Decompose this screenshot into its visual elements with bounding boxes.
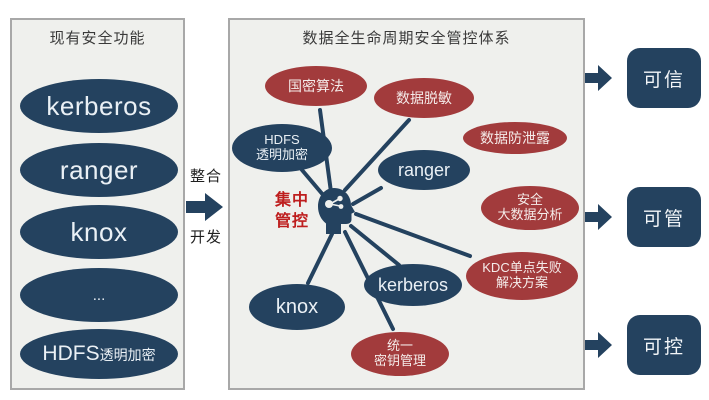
left-ellipse-ranger: ranger xyxy=(20,143,178,197)
connector-top-label: 整合 xyxy=(189,168,222,185)
node-kdc-line1: KDC单点失败 xyxy=(482,260,562,276)
node-security-bigdata-analysis: 安全 大数据分析 xyxy=(481,186,579,230)
output-box-controllable-label: 可控 xyxy=(642,336,685,358)
node-security-bigdata-line2: 大数据分析 xyxy=(497,207,563,222)
node-ranger-label: ranger xyxy=(397,159,451,180)
lifecycle-security-panel: 数据全生命周期安全管控体系 xyxy=(228,18,585,390)
node-key-mgmt-line1: 统一 xyxy=(386,338,413,354)
hub-label-line2: 管控 xyxy=(274,212,309,230)
output-box-manageable-label: 可管 xyxy=(642,208,685,230)
node-kdc-line2: 解决方案 xyxy=(495,275,548,290)
output-arrow-controllable-icon xyxy=(585,332,612,358)
left-ellipse-kerberos-label: kerberos xyxy=(46,90,152,121)
block-arrow-right-icon xyxy=(186,193,223,221)
hdfs-cn-text: 透明加密 xyxy=(99,347,156,363)
output-box-controllable: 可控 xyxy=(627,315,701,375)
existing-security-panel: 现有安全功能 kerberos ranger knox ... HDFS透明加密 xyxy=(10,18,185,390)
output-arrow-manageable-icon xyxy=(585,204,612,230)
left-ellipse-more-label: ... xyxy=(92,286,106,304)
left-ellipse-more: ... xyxy=(20,268,178,322)
node-guomi-suanfa: 国密算法 xyxy=(265,66,367,106)
existing-security-panel-title: 现有安全功能 xyxy=(49,30,146,47)
node-kerberos: kerberos xyxy=(364,264,462,306)
node-hdfs-transparent-encryption: HDFS 透明加密 xyxy=(232,124,332,172)
node-knox-label: knox xyxy=(275,295,319,318)
node-shuju-fangxielou-label: 数据防泄露 xyxy=(480,130,550,146)
output-box-trusted-label: 可信 xyxy=(642,69,685,91)
node-shuju-fangxielou: 数据防泄露 xyxy=(463,122,567,154)
connector-bottom-label: 开发 xyxy=(189,229,222,246)
node-security-bigdata-line1: 安全 xyxy=(516,192,543,208)
output-arrow-trusted-icon xyxy=(585,65,612,91)
node-hdfs-line1: HDFS xyxy=(264,132,300,148)
head-profile-network-icon xyxy=(318,188,355,234)
left-ellipse-ranger-label: ranger xyxy=(59,154,139,185)
left-ellipse-hdfs-label: HDFS透明加密 xyxy=(42,342,155,366)
output-box-manageable: 可管 xyxy=(627,187,701,247)
output-box-trusted: 可信 xyxy=(627,48,701,108)
node-key-mgmt-line2: 密钥管理 xyxy=(373,353,426,368)
left-ellipse-hdfs-encryption: HDFS透明加密 xyxy=(20,329,178,379)
node-unified-key-management: 统一 密钥管理 xyxy=(351,332,449,376)
hub-label: 集中 管控 xyxy=(268,191,316,233)
lifecycle-security-panel-title: 数据全生命周期安全管控体系 xyxy=(302,30,511,47)
node-guomi-suanfa-label: 国密算法 xyxy=(288,78,344,94)
node-knox: knox xyxy=(249,284,345,330)
left-ellipse-knox-label: knox xyxy=(70,216,128,247)
left-ellipse-kerberos: kerberos xyxy=(20,79,178,133)
left-ellipse-knox: knox xyxy=(20,205,178,259)
node-hdfs-line2: 透明加密 xyxy=(255,147,308,162)
node-shuju-tuomin-label: 数据脱敏 xyxy=(396,90,452,106)
hub-label-line1: 集中 xyxy=(274,192,309,209)
node-ranger: ranger xyxy=(378,150,470,190)
node-shuju-tuomin: 数据脱敏 xyxy=(374,78,474,118)
node-kerberos-label: kerberos xyxy=(377,274,449,295)
hdfs-latin-text: HDFS xyxy=(42,342,100,365)
node-kdc-failover-solution: KDC单点失败 解决方案 xyxy=(466,252,578,300)
